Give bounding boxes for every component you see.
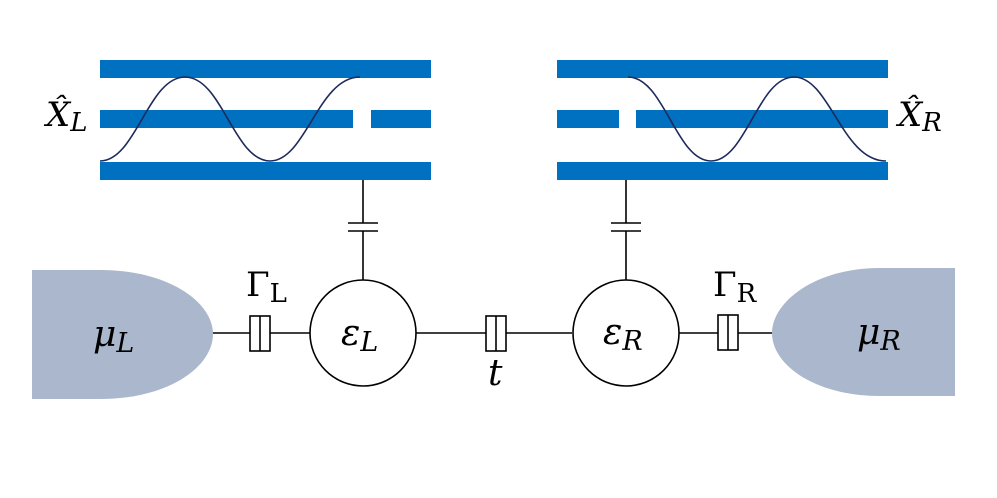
right-tunnel-barrier — [717, 314, 739, 351]
left-lead-label: μL — [93, 314, 134, 359]
right-resonator-top-bar — [557, 60, 888, 78]
left-resonator-label: X̂L — [43, 94, 87, 138]
left-tunnel-label: ΓL — [246, 265, 287, 309]
left-resonator-top-bar — [100, 60, 431, 78]
right-lead — [772, 268, 955, 396]
right-tunnel-label: ΓR — [713, 265, 758, 309]
left-resonator-center-bar — [100, 110, 353, 128]
left-quantum-dot — [309, 279, 417, 387]
right-lead-label: μR — [857, 312, 901, 357]
left-resonator — [99, 60, 431, 180]
right-resonator-center-bar — [636, 110, 888, 128]
left-resonator-center-bar-stub — [371, 110, 431, 128]
left-tunnel-barrier — [249, 315, 271, 352]
interdot-tunnel-barrier — [485, 315, 507, 352]
right-resonator-center-bar-stub — [557, 110, 619, 128]
left-resonator-bottom-bar — [100, 162, 431, 180]
left-dot-label: εL — [341, 313, 378, 358]
left-lead — [32, 270, 213, 399]
right-resonator-bottom-bar — [557, 162, 888, 180]
right-dot-label: εR — [603, 312, 643, 357]
right-resonator — [557, 60, 888, 180]
right-capacitor-coupling — [611, 180, 641, 283]
right-quantum-dot — [572, 279, 680, 387]
interdot-tunnel-label: t — [488, 353, 503, 394]
right-resonator-mode-wave — [627, 76, 887, 162]
left-resonator-mode-wave — [99, 76, 361, 162]
left-capacitor-coupling — [348, 180, 378, 283]
right-resonator-label: X̂R — [895, 94, 942, 138]
